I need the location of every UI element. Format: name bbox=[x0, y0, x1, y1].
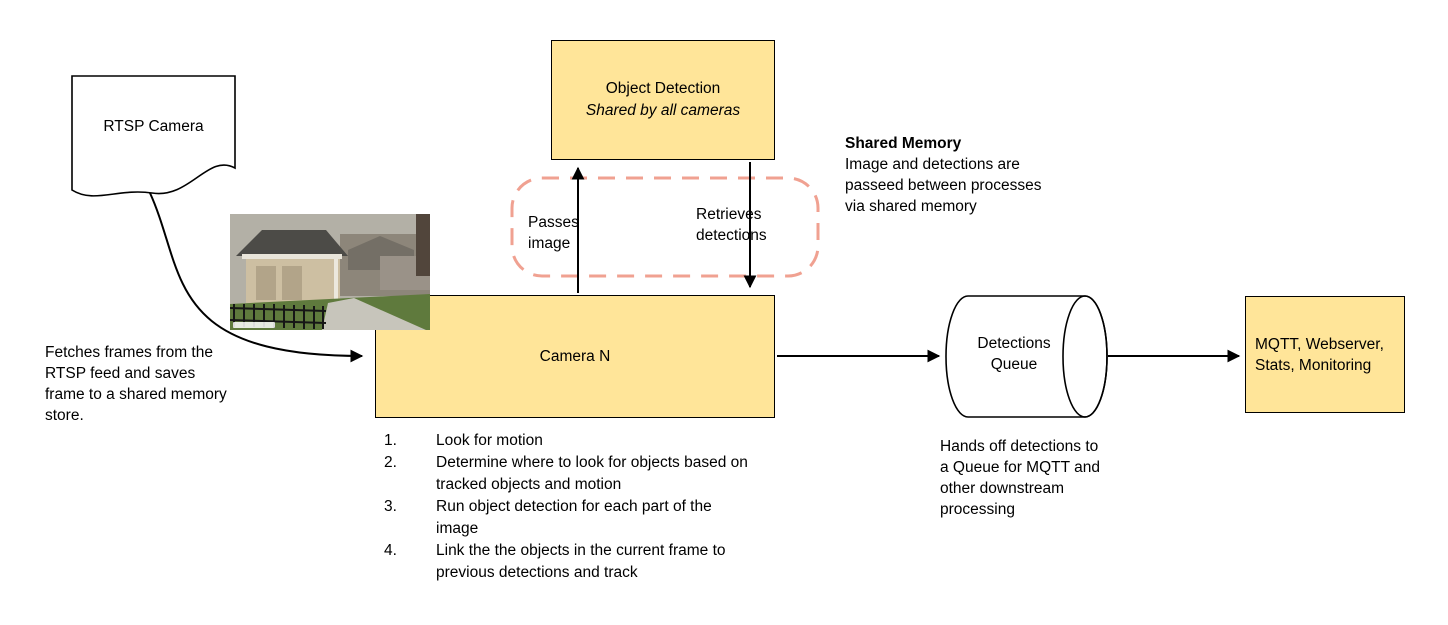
shared-memory-region-outline bbox=[510, 176, 820, 278]
shared-memory-annotation: Shared Memory Image and detections are p… bbox=[845, 133, 1065, 217]
step-text: Determine where to look for objects base… bbox=[436, 454, 748, 493]
object-detection-subtitle: Shared by all cameras bbox=[585, 102, 741, 119]
shared-memory-body: Image and detections are passeed between… bbox=[845, 156, 1042, 215]
passes-image-edge-label: Passes image bbox=[528, 214, 579, 252]
camera-step: 1. Look for motion bbox=[384, 430, 794, 452]
photo-timestamp-strip bbox=[233, 322, 275, 328]
camera-n-label: Camera N bbox=[539, 347, 611, 365]
photo-shed-roof bbox=[236, 230, 348, 256]
camera-snapshot-photo bbox=[230, 214, 430, 330]
hands-off-annotation: Hands off detections to a Queue for MQTT… bbox=[940, 438, 1100, 518]
step-number: 2. bbox=[384, 454, 397, 471]
step-number: 1. bbox=[384, 432, 397, 449]
object-detection-title: Object Detection bbox=[605, 80, 721, 97]
retrieves-detections-edge-label: Retrieves detections bbox=[696, 206, 767, 244]
camera-step: 3. Run object detection for each part of… bbox=[384, 496, 794, 540]
camera-step: 2. Determine where to look for objects b… bbox=[384, 452, 794, 496]
camera-steps-list: 1. Look for motion 2. Determine where to… bbox=[384, 430, 794, 584]
arrow-rtsp-to-camera bbox=[149, 192, 364, 363]
step-number: 3. bbox=[384, 498, 397, 515]
shared-memory-title: Shared Memory bbox=[845, 135, 962, 152]
camera-n-node: Camera N bbox=[375, 295, 775, 418]
outputs-label: MQTT, Webserver, Stats, Monitoring bbox=[1255, 335, 1384, 374]
rtsp-camera-label: RTSP Camera bbox=[103, 118, 204, 135]
object-detection-node: Object Detection Shared by all cameras bbox=[551, 40, 775, 160]
step-text: Look for motion bbox=[436, 432, 543, 449]
photo-shed-door-right bbox=[282, 266, 302, 300]
step-text: Link the the objects in the current fram… bbox=[436, 542, 726, 581]
camera-step: 4. Link the the objects in the current f… bbox=[384, 540, 794, 584]
detections-queue-label: Detections Queue bbox=[977, 335, 1051, 373]
photo-shed-door-left bbox=[256, 266, 276, 300]
detections-queue-rim bbox=[1062, 295, 1108, 418]
step-text: Run object detection for each part of th… bbox=[436, 498, 712, 537]
photo-walkway bbox=[322, 298, 426, 330]
photo-downspout bbox=[334, 259, 338, 303]
step-number: 4. bbox=[384, 542, 397, 559]
photo-shed-trim bbox=[242, 254, 342, 259]
rtsp-camera-shape bbox=[71, 75, 236, 197]
outputs-node: MQTT, Webserver, Stats, Monitoring bbox=[1245, 296, 1405, 413]
photo-porch-post bbox=[416, 214, 430, 276]
fetch-frames-annotation: Fetches frames from the RTSP feed and sa… bbox=[45, 344, 227, 424]
